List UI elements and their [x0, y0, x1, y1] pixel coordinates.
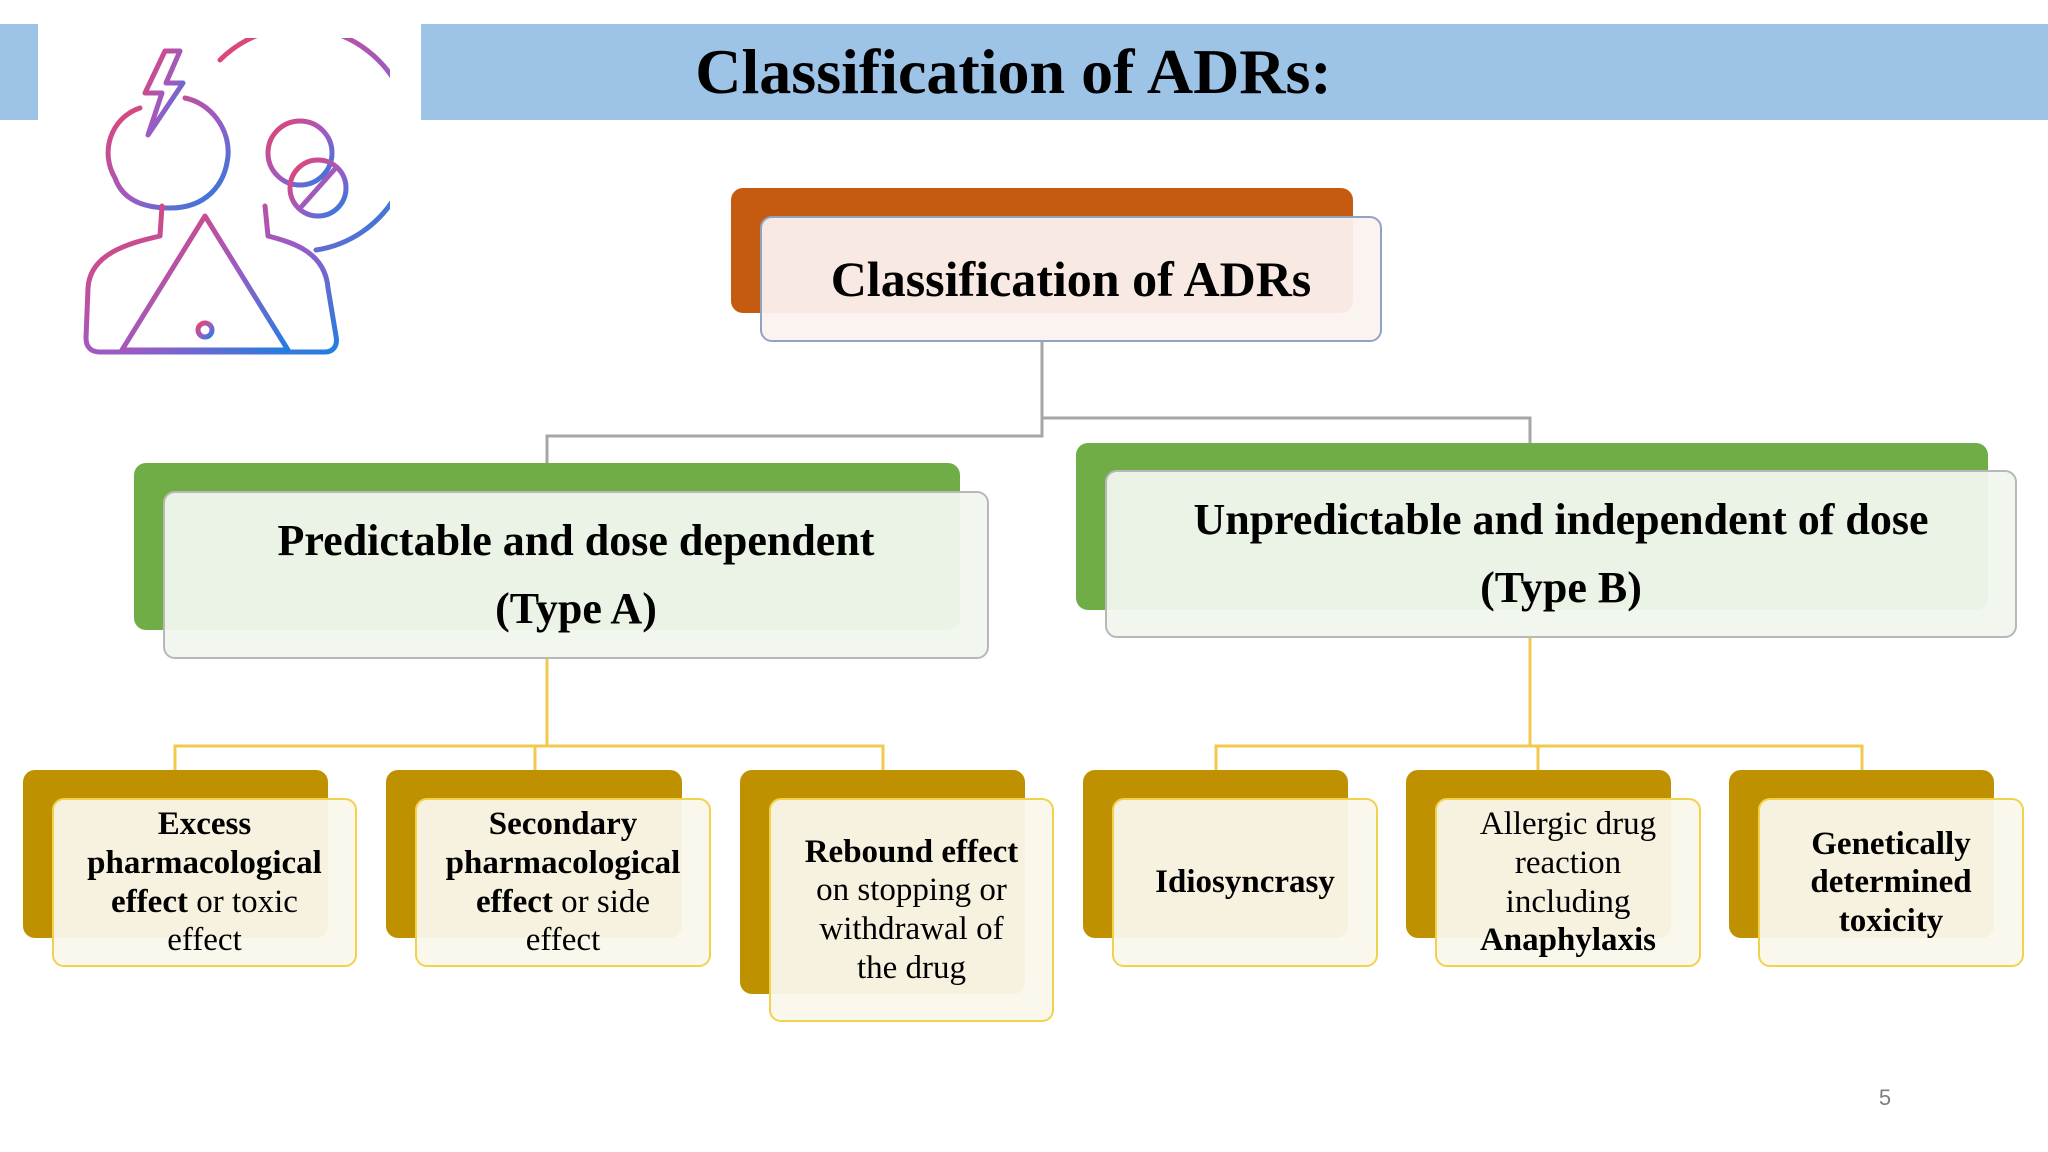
allergic-reaction-line3: including	[1505, 883, 1631, 920]
page-title: Classification of ADRs:	[695, 36, 1332, 107]
root-node: Classification of ADRs	[760, 216, 1382, 342]
excess-effect-line3: effect or toxic	[111, 883, 298, 922]
secondary-effect-bold-word: effect	[475, 883, 553, 920]
secondary-effect-line3: effect or side	[476, 883, 650, 922]
secondary-effect-line1: Secondary	[488, 806, 638, 843]
type-b-node: Unpredictable and independent of dose (T…	[1105, 470, 2017, 638]
type-a-line1: Predictable and dose dependent	[277, 515, 875, 565]
rebound-effect-line1: Rebound effect	[804, 833, 1019, 870]
adverse-reaction-person-icon	[83, 38, 390, 355]
excess-effect-node: Excess pharmacological effect or toxic e…	[52, 798, 357, 967]
connector-type-a-children	[173, 659, 549, 770]
allergic-reaction-line4: Anaphylaxis	[1479, 922, 1657, 959]
idiosyncrasy-label: Idiosyncrasy	[1155, 864, 1335, 901]
header-bar	[421, 24, 2048, 120]
root-label: Classification of ADRs	[830, 251, 1312, 307]
rebound-effect-line4: the drug	[856, 949, 967, 986]
genetic-toxicity-line1: Genetically	[1811, 825, 1971, 862]
connector-root-type-b	[1042, 416, 1532, 443]
allergic-reaction-node: Allergic drug reaction including Anaphyl…	[1435, 798, 1701, 967]
secondary-effect-line4: effect	[525, 922, 601, 959]
allergic-reaction-line1: Allergic drug	[1479, 806, 1657, 843]
type-a-node: Predictable and dose dependent (Type A)	[163, 491, 989, 659]
excess-effect-bold-word: effect	[111, 883, 188, 920]
excess-effect-line4: effect	[167, 922, 242, 959]
excess-effect-rest: or toxic	[187, 883, 298, 920]
excess-effect-line2: pharmacological	[87, 844, 322, 881]
allergic-reaction-line2: reaction	[1514, 844, 1622, 881]
secondary-effect-line2: pharmacological	[445, 844, 681, 881]
idiosyncrasy-node: Idiosyncrasy	[1112, 798, 1378, 967]
genetic-toxicity-line2: determined	[1810, 864, 1972, 901]
header-accent-left	[0, 24, 38, 120]
page-number: 5	[1878, 1085, 1892, 1110]
type-a-line2: (Type A)	[495, 584, 657, 633]
genetic-toxicity-node: Genetically determined toxicity	[1758, 798, 2024, 967]
secondary-effect-node: Secondary pharmacological effect or side…	[415, 798, 711, 967]
type-b-line2: (Type B)	[1480, 563, 1642, 612]
connector-type-b-children	[1214, 638, 1532, 770]
rebound-effect-line3: withdrawal of	[819, 911, 1004, 947]
type-b-line1: Unpredictable and independent of dose	[1193, 494, 1929, 544]
rebound-effect-line2: on stopping or	[816, 872, 1007, 909]
secondary-effect-rest: or side	[552, 883, 651, 920]
genetic-toxicity-line3: toxicity	[1838, 902, 1944, 939]
connector-type-a-right	[547, 744, 885, 770]
connector-root-children	[545, 342, 1044, 463]
rebound-effect-node: Rebound effect on stopping or withdrawal…	[769, 798, 1054, 1022]
excess-effect-line1: Excess	[157, 806, 252, 843]
connector-type-b-right	[1530, 744, 1864, 770]
